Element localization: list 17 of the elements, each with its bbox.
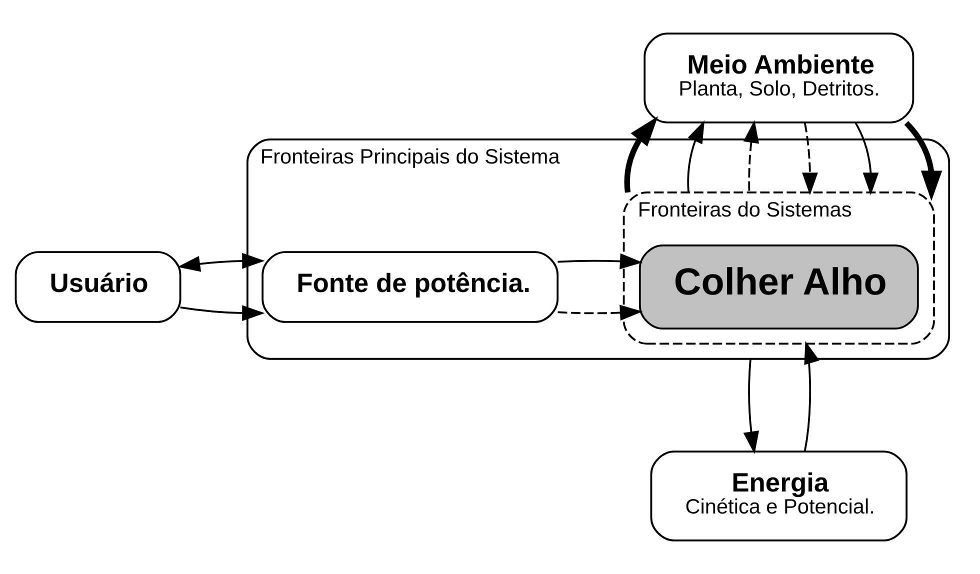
arrow: [558, 253, 643, 270]
arrow: [177, 252, 265, 272]
arrow: [180, 305, 265, 322]
arrow: [743, 358, 760, 454]
node-box: Meio Ambiente Planta, Solo, Detritos.: [644, 32, 914, 124]
arrow: [743, 120, 760, 192]
arrow: [624, 116, 658, 193]
arrow: [804, 341, 820, 452]
arrow: [558, 304, 643, 321]
arrow: [854, 122, 879, 196]
node-box: Energia Cinética e Potencial.: [650, 450, 908, 542]
arrow: [687, 120, 705, 192]
node-box: Colher Alho: [638, 244, 919, 330]
node-box: Usuário: [14, 251, 182, 323]
node-box: Fonte de potência.: [262, 251, 559, 323]
arrow: [904, 121, 942, 202]
arrow: [802, 122, 818, 196]
